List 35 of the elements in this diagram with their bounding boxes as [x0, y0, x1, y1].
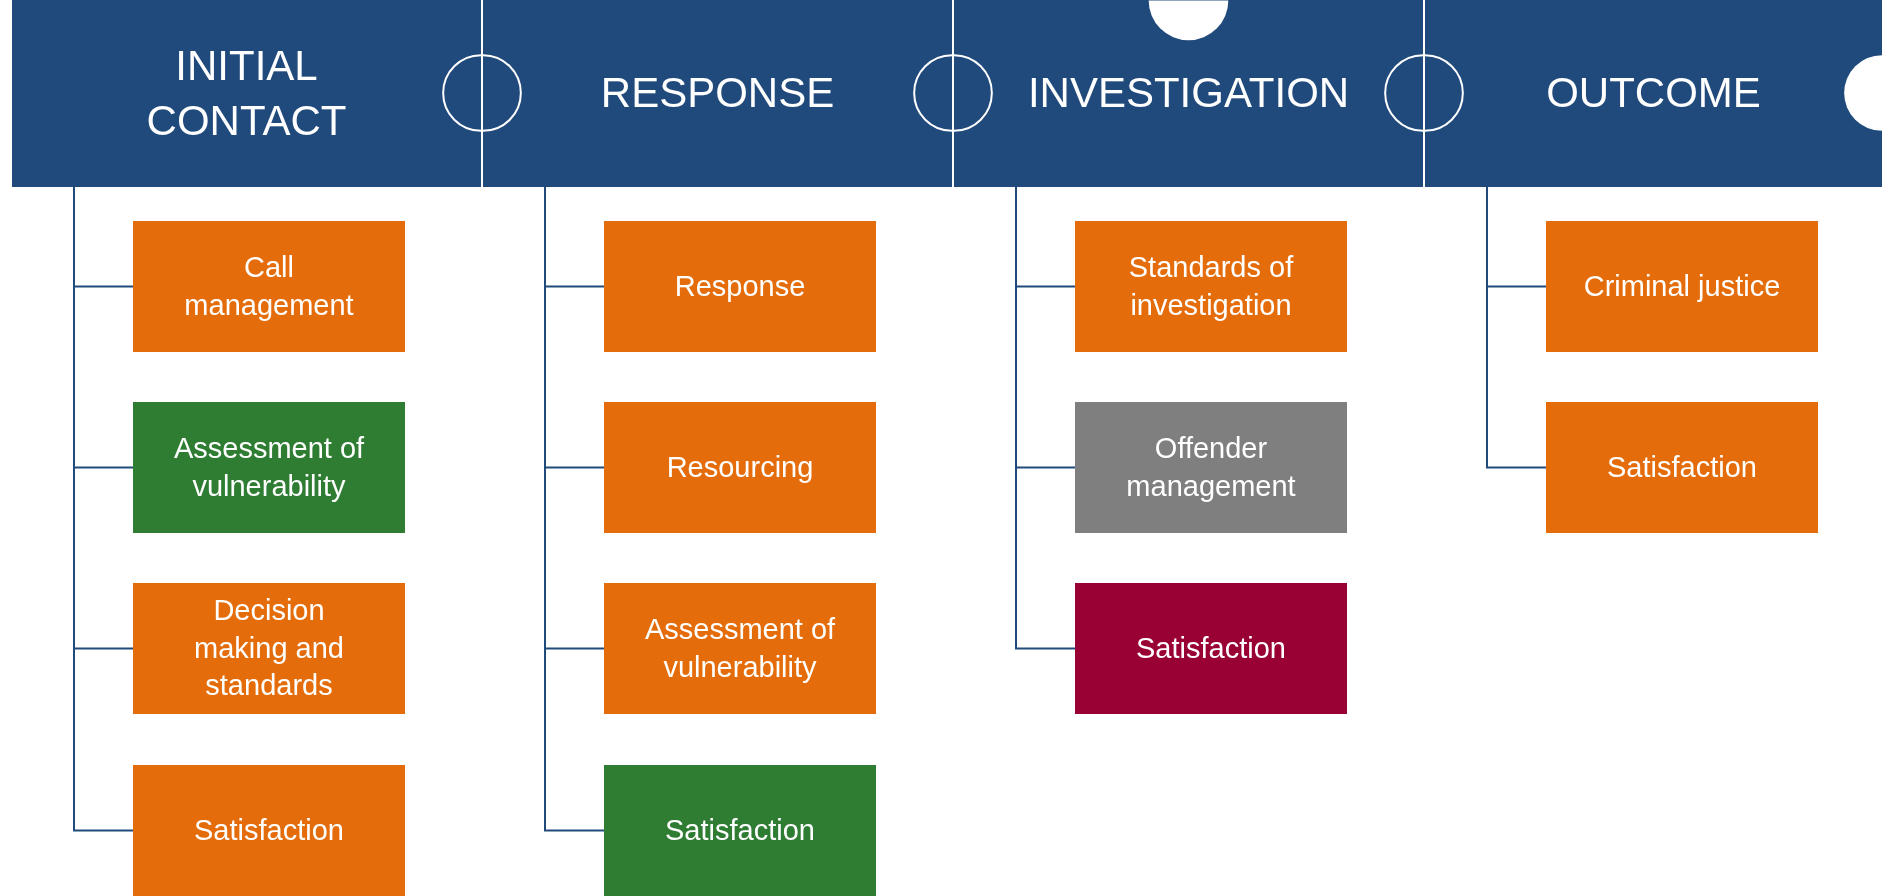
category-box — [1546, 402, 1818, 533]
category-box — [1075, 402, 1347, 533]
category-box — [1075, 583, 1347, 714]
puzzle-piece-header — [12, 0, 483, 187]
stage-title: RESPONSE — [600, 68, 835, 119]
category-box — [133, 765, 405, 896]
category-label: Response — [674, 268, 806, 304]
stage-title: INVESTIGATION — [1027, 68, 1350, 119]
category-box — [133, 402, 405, 533]
category-box — [604, 583, 876, 714]
category-label: Call management — [183, 249, 355, 323]
category-box — [604, 221, 876, 352]
category-box — [133, 583, 405, 714]
category-box — [604, 765, 876, 896]
category-box — [604, 402, 876, 533]
category-box — [1546, 221, 1818, 352]
category-label: Satisfaction — [665, 812, 815, 848]
category-label: Assessment of vulnerability — [172, 430, 366, 504]
connector-line — [1486, 186, 1547, 469]
puzzle-piece-header — [1425, 0, 1884, 187]
category-label: Satisfaction — [194, 812, 344, 848]
category-label: Decision making and standards — [193, 592, 345, 704]
category-box — [1075, 221, 1347, 352]
category-label: Standards of investigation — [1127, 249, 1295, 323]
puzzle-piece-header — [954, 0, 1425, 187]
category-label: Satisfaction — [1607, 449, 1757, 485]
category-label: Resourcing — [666, 449, 814, 485]
category-box — [133, 221, 405, 352]
category-label: Satisfaction — [1136, 630, 1286, 666]
category-label: Offender management — [1125, 430, 1297, 504]
stage-title: INITIAL CONTACT — [145, 40, 348, 146]
puzzle-piece-header — [483, 0, 954, 187]
stage-title: OUTCOME — [1546, 68, 1761, 119]
category-label: Criminal justice — [1583, 268, 1781, 304]
category-label: Assessment of vulnerability — [643, 611, 837, 685]
